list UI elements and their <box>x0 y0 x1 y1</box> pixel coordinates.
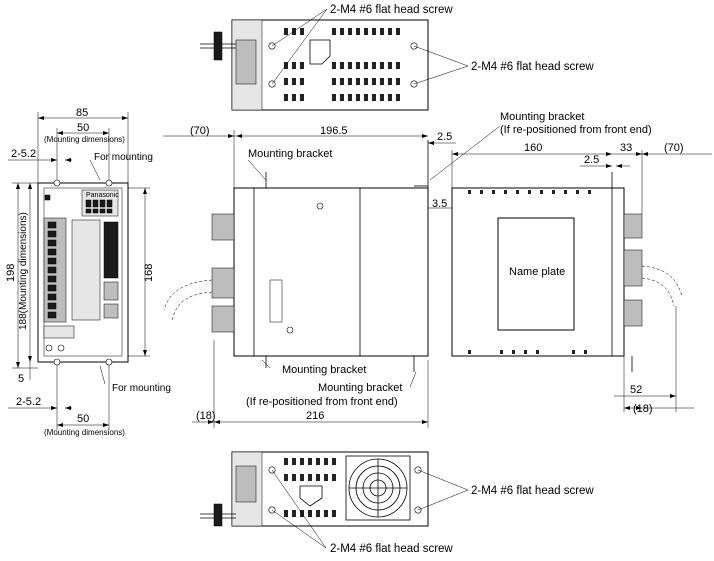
label-for-mounting-bottom: For mounting <box>112 383 171 394</box>
bottom-view-connector <box>235 465 257 503</box>
dim-front-mount-label-top: (Mounting dimensions) <box>44 135 125 144</box>
dim-rear-160: 160 <box>524 142 542 154</box>
front-view-ground-screw-1 <box>45 344 53 352</box>
dim-side-2-5: 2.5 <box>437 131 452 143</box>
dim-side-216: 216 <box>306 410 324 422</box>
dim-side-18: (18) <box>196 410 216 422</box>
label-side-bracket-bottom-repos-title: Mounting bracket <box>318 382 402 394</box>
front-view-brand: Panasonic <box>86 192 119 199</box>
dim-side-3-5: 3.5 <box>432 198 447 210</box>
front-view-ground-screw-2 <box>57 344 65 352</box>
dim-rear-33: 33 <box>620 142 632 154</box>
dim-side-70: (70) <box>190 125 210 137</box>
screw-label-bottom-right: 2-M4 #6 flat head screw <box>471 485 594 497</box>
rear-view: Name plate 160 33 (70) <box>451 142 712 415</box>
screw-label-bottom-lower: 2-M4 #6 flat head screw <box>330 543 453 555</box>
dim-rear-70: (70) <box>664 142 684 154</box>
label-side-bracket-repos-note: (If re-positioned from front end) <box>500 124 652 136</box>
dim-front-50-top: 50 <box>77 122 89 134</box>
bottom-view: 2-M4 #6 flat head screw 2-M4 #6 flat hea… <box>200 451 594 555</box>
label-side-bracket: Mounting bracket <box>248 148 332 160</box>
top-view-bracket <box>309 39 331 65</box>
dim-front-85: 85 <box>76 107 88 119</box>
name-plate <box>497 217 575 331</box>
label-side-bracket-bottom: Mounting bracket <box>282 364 366 376</box>
rear-view-vents <box>468 190 591 354</box>
top-view-connector <box>235 39 257 85</box>
side-view-connector-2 <box>211 267 235 299</box>
dim-front-mount-label-bottom: (Mounting dimensions) <box>44 428 125 437</box>
rear-view-connector-2 <box>623 249 643 287</box>
label-side-bracket-repos-title: Mounting bracket <box>500 111 584 123</box>
side-view-slot <box>269 279 283 323</box>
front-view: Panasonic 85 <box>5 107 171 437</box>
dim-rear-18: (18) <box>633 403 653 415</box>
front-view-x4-connector <box>103 221 119 279</box>
dim-front-offset-top: 2-5.2 <box>11 148 36 160</box>
rear-view-cable <box>641 265 683 297</box>
top-view-body <box>231 19 429 111</box>
rear-view-connector-1 <box>623 213 643 239</box>
screw-label-top-right: 2-M4 #6 flat head screw <box>471 61 594 73</box>
side-view-connector-3 <box>211 305 235 333</box>
dim-front-188: 188(Mounting dimensions) <box>18 212 29 330</box>
front-view-terminals <box>47 221 57 319</box>
rear-view-connector-3 <box>623 299 643 327</box>
name-plate-label: Name plate <box>509 266 565 278</box>
label-side-bracket-bottom-repos-note: (If re-positioned from front end) <box>246 396 398 408</box>
dim-front-50-bottom: 50 <box>77 413 89 425</box>
side-view-body <box>233 187 429 357</box>
dim-front-198: 198 <box>5 264 17 282</box>
dim-front-5: 5 <box>18 373 24 385</box>
top-view: 2-M4 #6 flat head screw 2-M4 #6 flat hea… <box>200 4 594 111</box>
side-view: (70) 196.5 2.5 Mounting bracket Mounting… <box>163 111 652 428</box>
top-view-plug <box>213 31 223 61</box>
bottom-view-vents <box>284 458 336 517</box>
label-for-mounting-top: For mounting <box>94 152 153 163</box>
bottom-view-plug <box>213 503 223 527</box>
screw-label-top-upper: 2-M4 #6 flat head screw <box>330 4 453 16</box>
front-view-io-area <box>71 219 101 321</box>
side-view-connector-1 <box>211 213 235 241</box>
side-view-cable <box>163 279 213 311</box>
dim-front-offset-bottom: 2-5.2 <box>16 396 41 408</box>
bottom-view-bracket <box>299 485 323 507</box>
dim-rear-52: 52 <box>630 384 642 396</box>
dim-rear-2-5: 2.5 <box>584 154 599 166</box>
cooling-fan <box>345 455 411 521</box>
dim-side-196-5: 196.5 <box>320 125 348 137</box>
dim-front-168: 168 <box>143 264 155 282</box>
